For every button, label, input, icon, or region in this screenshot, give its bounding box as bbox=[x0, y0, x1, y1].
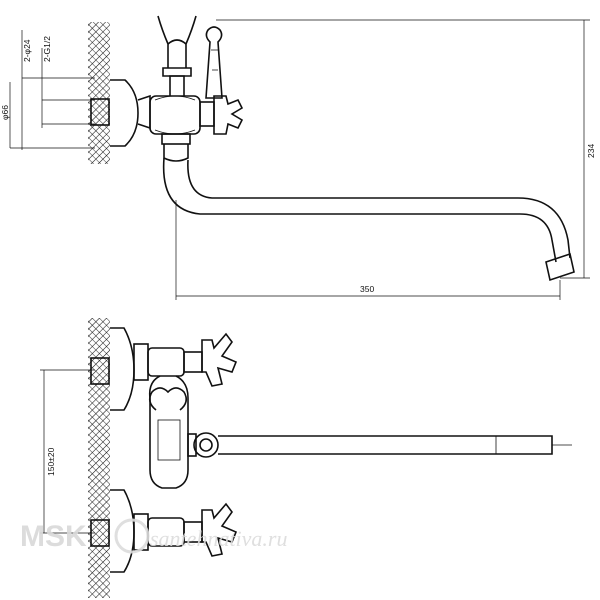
wall-hatch-bottom bbox=[88, 318, 110, 598]
lower-flange bbox=[110, 489, 135, 573]
upper-inlet bbox=[90, 357, 110, 385]
watermark-brand: MSK bbox=[20, 520, 87, 553]
watermark: MSK santehnativa.ru bbox=[20, 518, 288, 554]
dim-center-distance: 150±20 bbox=[46, 447, 56, 476]
shower-holder-front bbox=[148, 387, 188, 411]
spout-upper bbox=[162, 157, 557, 263]
spout-nut bbox=[193, 432, 219, 458]
dimension-center-distance bbox=[40, 369, 95, 534]
central-body bbox=[148, 375, 189, 489]
wall-flange bbox=[110, 79, 139, 147]
eccentric-connector bbox=[137, 94, 151, 130]
upper-flange bbox=[110, 327, 135, 411]
dim-height: 234 bbox=[586, 144, 596, 158]
wall-hatch-top bbox=[88, 22, 110, 164]
aerator bbox=[545, 252, 575, 282]
shower-holder bbox=[157, 15, 197, 68]
front-view: 150±20 bbox=[40, 318, 572, 598]
watermark-logo-icon bbox=[114, 518, 150, 554]
upper-valve-body bbox=[147, 347, 185, 377]
mixer-body bbox=[149, 95, 201, 135]
dim-thread: 2-G1/2 bbox=[42, 36, 52, 62]
dim-base-diameter: φ66 bbox=[0, 105, 10, 120]
upper-cross-handle bbox=[201, 332, 238, 387]
spout-swivel bbox=[163, 144, 189, 162]
spout-lower bbox=[187, 159, 571, 259]
diverter-stem bbox=[169, 75, 185, 96]
side-view: 2-φ24 2-G1/2 φ66 234 350 bbox=[0, 15, 596, 300]
dimension-height bbox=[216, 19, 590, 279]
valve-stem bbox=[199, 101, 215, 127]
lever-handle bbox=[205, 26, 223, 99]
wall-inlet bbox=[90, 98, 110, 126]
dimension-length bbox=[175, 200, 561, 300]
dim-spout-length: 350 bbox=[360, 284, 374, 294]
lower-cross-handle bbox=[201, 502, 238, 557]
dimension-inlet bbox=[9, 30, 95, 150]
spout-front bbox=[218, 435, 553, 455]
watermark-site: santehnativa.ru bbox=[150, 526, 288, 551]
cross-handle-top bbox=[213, 95, 244, 135]
dim-inlet-diameter: 2-φ24 bbox=[22, 39, 32, 62]
